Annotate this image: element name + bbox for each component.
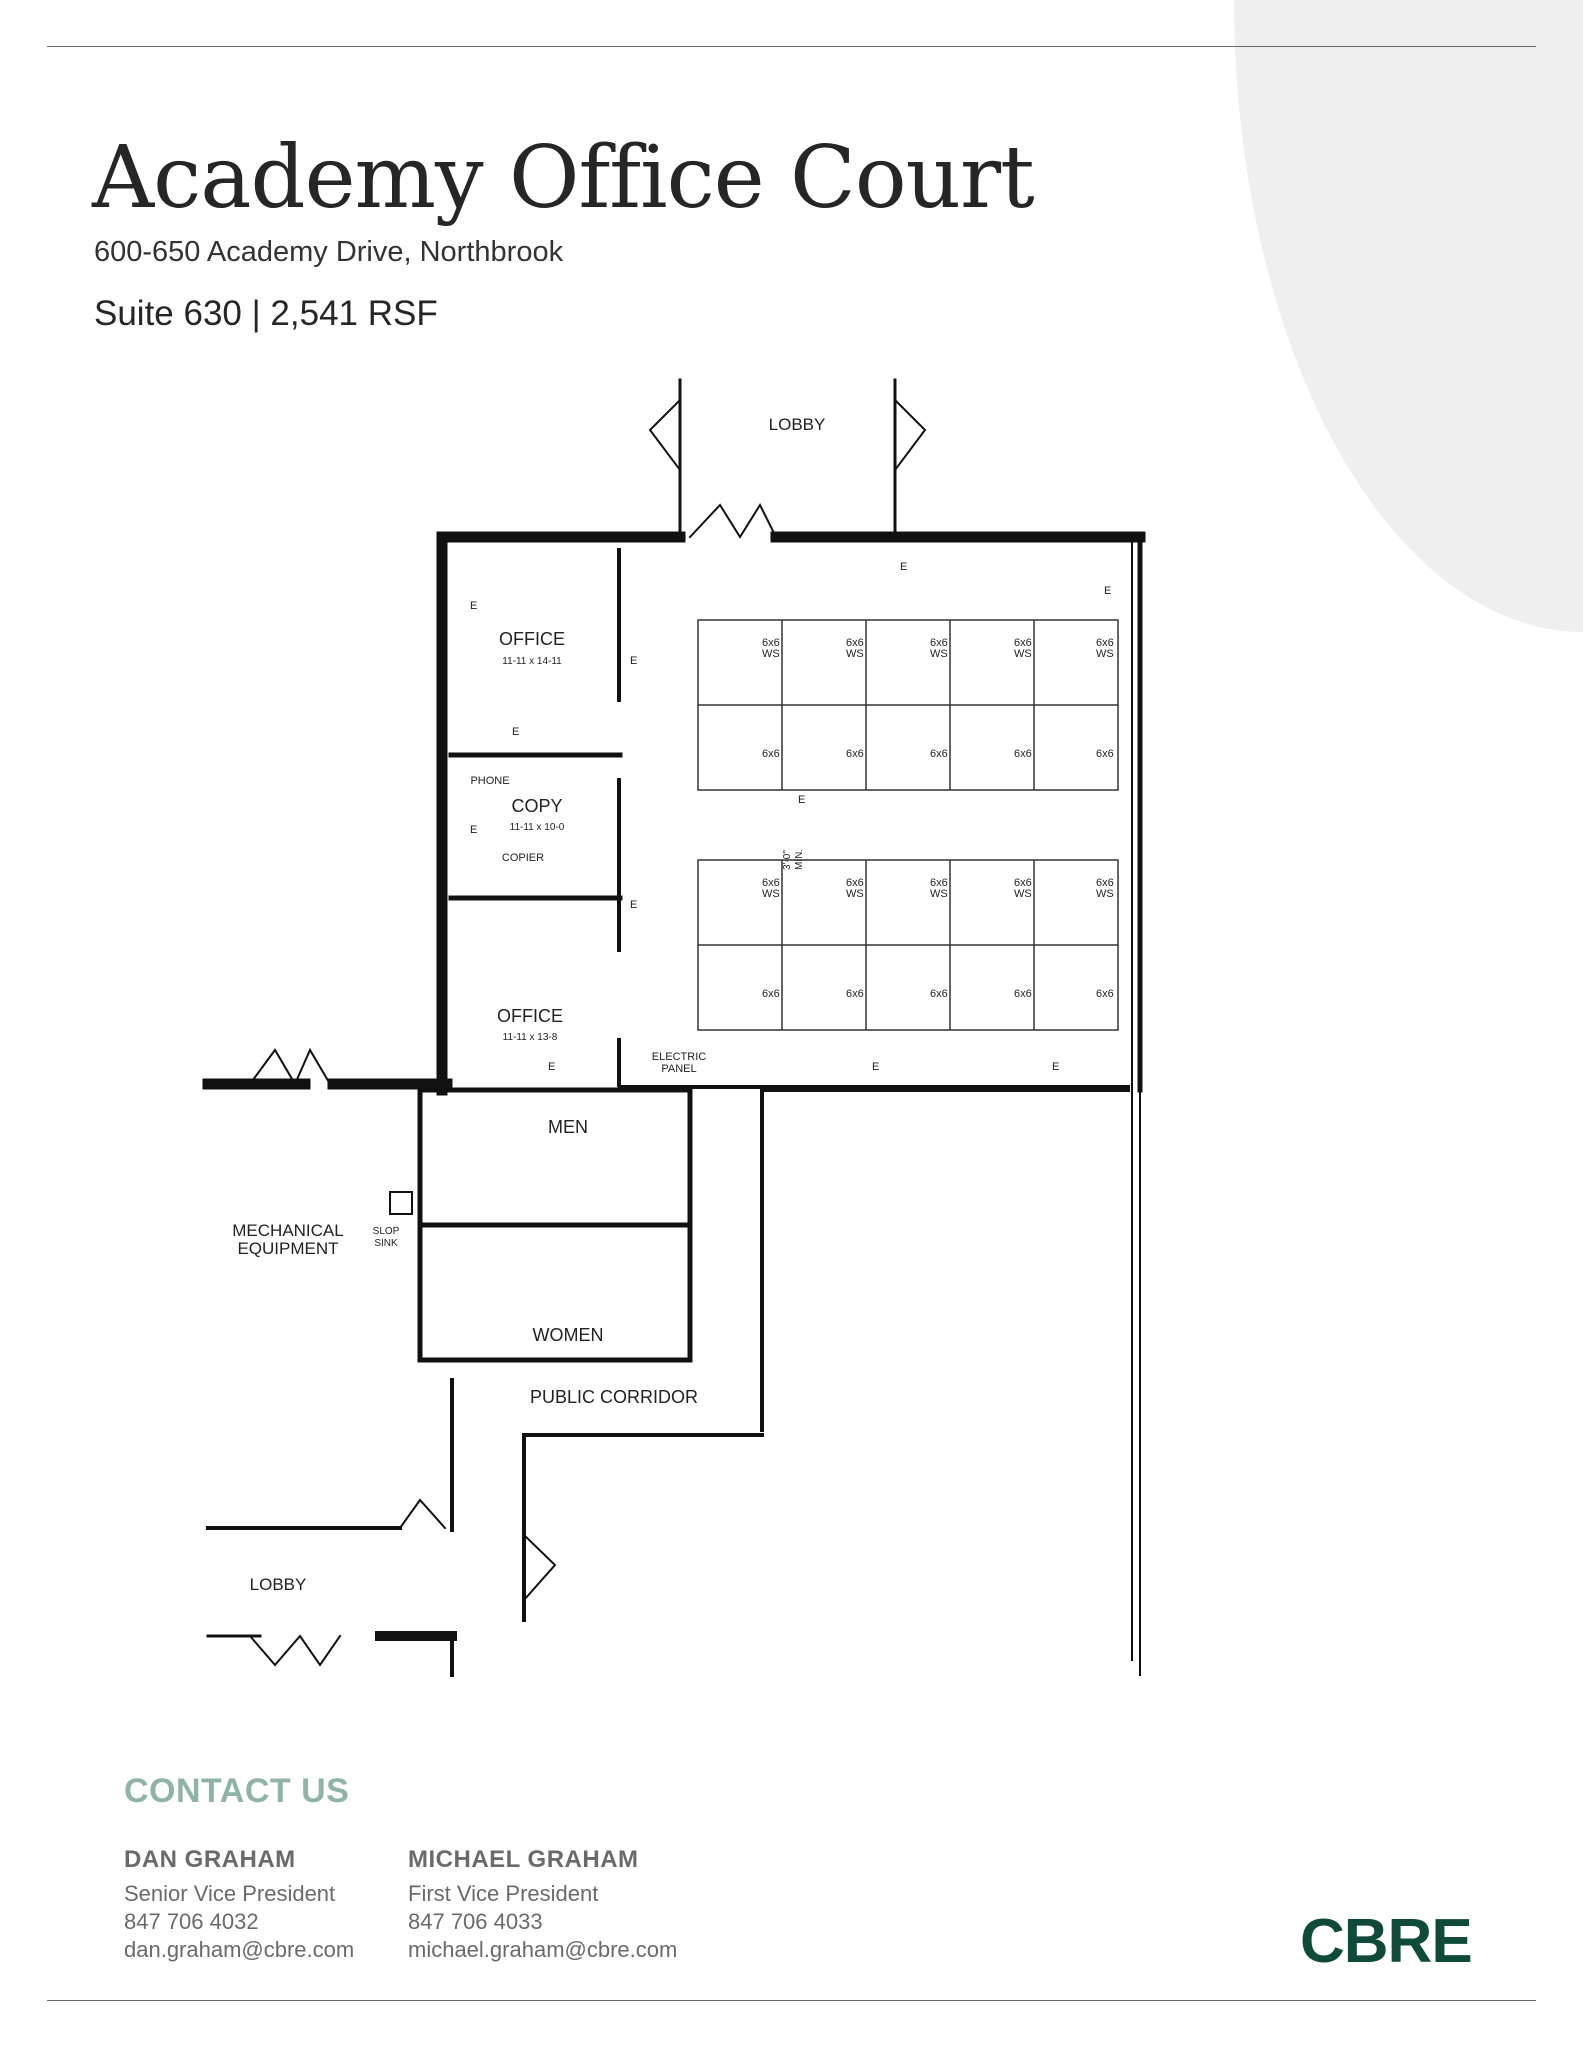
ws-label: WS xyxy=(930,648,948,660)
ws-size-label: 6x6 xyxy=(1014,637,1032,649)
outlet-label: E xyxy=(872,1061,879,1073)
slop-sink-label: SLOP xyxy=(373,1226,400,1237)
ws-size-label: 6x6 xyxy=(762,988,780,1000)
ws-label: WS xyxy=(1014,648,1032,660)
outlet-label: E xyxy=(900,561,907,573)
ws-size-label: 6x6 xyxy=(930,988,948,1000)
clearance-label: 3'-0" MIN. xyxy=(782,849,805,870)
mens-restroom-label: MEN xyxy=(548,1117,588,1137)
ws-label: WS xyxy=(762,648,780,660)
lobby-bottom-label: LOBBY xyxy=(250,1575,307,1594)
ws-size-label: 6x6 xyxy=(846,748,864,760)
office-1-dims: 11-11 x 14-11 xyxy=(502,656,562,667)
ws-size-label: 6x6 xyxy=(930,637,948,649)
public-corridor-label: PUBLIC CORRIDOR xyxy=(530,1387,698,1407)
ws-size-label: 6x6 xyxy=(846,637,864,649)
ws-label: WS xyxy=(1014,888,1032,900)
contact-name: MICHAEL GRAHAM xyxy=(408,1846,639,1873)
ws-size-label: 6x6 xyxy=(930,877,948,889)
cbre-logo: CBRE xyxy=(1300,1907,1473,1976)
contact-email[interactable]: michael.graham@cbre.com xyxy=(408,1937,678,1962)
ws-size-label: 6x6 xyxy=(846,877,864,889)
ws-size-label: 6x6 xyxy=(1014,748,1032,760)
clearance-dimension: 3'-0" xyxy=(782,850,793,870)
office-1-label: OFFICE xyxy=(499,629,565,649)
outlet-label: E xyxy=(798,794,805,806)
bottom-rule xyxy=(47,2000,1536,2001)
ws-size-label: 6x6 xyxy=(1096,988,1114,1000)
outlet-label: E xyxy=(548,1061,555,1073)
ws-size-label: 6x6 xyxy=(1014,877,1032,889)
page-title: Academy Office Court xyxy=(92,128,1035,228)
room-labels: LOBBY OFFICE 11-11 x 14-11 PHONE COPY 11… xyxy=(232,415,825,1594)
contact-email[interactable]: dan.graham@cbre.com xyxy=(124,1937,355,1962)
clearance-min: MIN. xyxy=(794,849,805,870)
copy-room-dims: 11-11 x 10-0 xyxy=(510,822,565,833)
lobby-top-label: LOBBY xyxy=(769,415,826,434)
contact-phone[interactable]: 847 706 4033 xyxy=(408,1909,543,1934)
copier-label: COPIER xyxy=(502,852,544,864)
ws-label: WS xyxy=(846,888,864,900)
ws-label: WS xyxy=(1096,888,1114,900)
office-2-dims: 11-11 x 13-8 xyxy=(503,1032,558,1043)
mechanical-label: MECHANICAL xyxy=(232,1221,343,1240)
slop-sink-label-2: SINK xyxy=(374,1238,398,1249)
ws-size-label: 6x6 xyxy=(1096,748,1114,760)
outlet-label: E xyxy=(470,600,477,612)
ws-size-label: 6x6 xyxy=(762,637,780,649)
contact-title: Senior Vice President xyxy=(124,1881,336,1906)
floor-plan-walls xyxy=(202,378,1146,1677)
outlet-label: E xyxy=(630,655,637,667)
outlet-label: E xyxy=(470,824,477,836)
outlet-label: E xyxy=(1052,1061,1059,1073)
top-rule xyxy=(47,46,1536,47)
ws-size-label: 6x6 xyxy=(762,748,780,760)
ws-label: WS xyxy=(846,648,864,660)
copy-room-label: COPY xyxy=(511,796,562,816)
ws-label: WS xyxy=(762,888,780,900)
outlet-label: E xyxy=(1104,585,1111,597)
ws-label: WS xyxy=(1096,648,1114,660)
workstations xyxy=(697,619,1119,1031)
ws-size-label: 6x6 xyxy=(1096,637,1114,649)
contact-name: DAN GRAHAM xyxy=(124,1846,296,1873)
womens-restroom-label: WOMEN xyxy=(533,1325,604,1345)
contact-card-michael: MICHAEL GRAHAM First Vice President 847 … xyxy=(408,1846,677,1964)
ws-size-label: 6x6 xyxy=(1014,988,1032,1000)
slop-sink-icon xyxy=(389,1191,413,1215)
suite-info: Suite 630 | 2,541 RSF xyxy=(94,294,438,333)
property-address: 600-650 Academy Drive, Northbrook xyxy=(94,236,564,268)
contact-title: First Vice President xyxy=(408,1881,599,1906)
ws-size-label: 6x6 xyxy=(762,877,780,889)
contact-card-dan: DAN GRAHAM Senior Vice President 847 706… xyxy=(124,1846,354,1964)
outlet-markers: E E E E E E E E E E E xyxy=(470,561,1111,1073)
outlet-label: E xyxy=(630,899,637,911)
outlet-label: E xyxy=(512,726,519,738)
office-2-label: OFFICE xyxy=(497,1006,563,1026)
electric-panel-label: ELECTRIC xyxy=(652,1051,706,1063)
mechanical-label-2: EQUIPMENT xyxy=(237,1239,338,1258)
ws-size-label: 6x6 xyxy=(930,748,948,760)
ws-size-label: 6x6 xyxy=(1096,877,1114,889)
floor-plan: 6x6 6x6 6x6 6x6 6x6 6x6 6x6 6x6 6x6 6x6 … xyxy=(202,378,1146,1677)
workstation-labels: 6x6 6x6 6x6 6x6 6x6 6x6 6x6 6x6 6x6 6x6 … xyxy=(762,637,1114,1000)
electric-panel-label-2: PANEL xyxy=(661,1063,696,1075)
ws-size-label: 6x6 xyxy=(846,988,864,1000)
contact-phone[interactable]: 847 706 4032 xyxy=(124,1909,259,1934)
phone-label: PHONE xyxy=(470,775,509,787)
ws-label: WS xyxy=(930,888,948,900)
contact-heading: CONTACT US xyxy=(124,1772,350,1810)
